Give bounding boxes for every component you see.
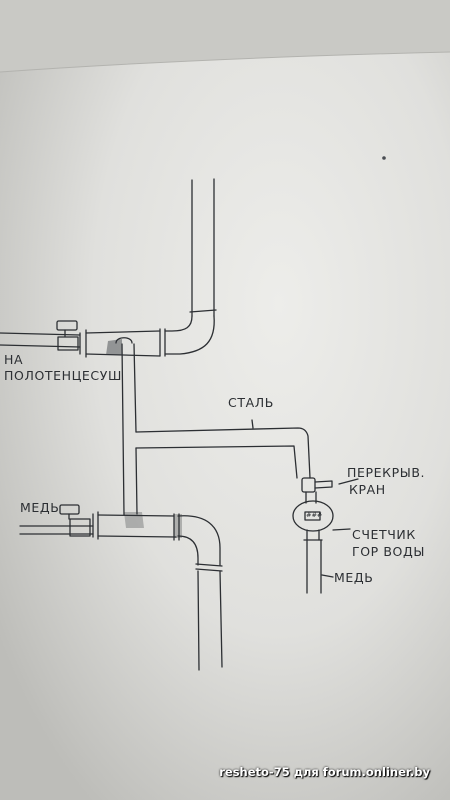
shutoff-valve (301, 477, 359, 493)
towel-dryer-branch-pipe (0, 332, 81, 348)
ink-dot (382, 156, 386, 160)
lower-ball-valve (59, 504, 91, 537)
label-steel: СТАЛЬ (228, 395, 274, 410)
label-hot-water: ГОР ВОДЫ (352, 544, 425, 559)
copper-riser-pipe-right (303, 539, 334, 594)
water-meter (292, 491, 351, 541)
label-copper-right: МЕДЬ (334, 570, 374, 585)
label-copper-left: МЕДЬ (20, 500, 60, 515)
copper-branch-pipe-left (19, 525, 94, 535)
tee-hatch-lower (124, 512, 144, 528)
label-towel-dryer: ПОЛОТЕНЦЕСУШ (4, 368, 122, 383)
label-valve: КРАН (349, 482, 386, 497)
watermark: resheto-75 для forum.onliner.by (219, 765, 430, 779)
upper-horizontal-pipe (79, 329, 161, 358)
tee-hatch-upper (106, 339, 122, 355)
steel-branch-pipe (135, 419, 311, 479)
tee-vertical-pipe (115, 337, 138, 516)
elbow-hatch (174, 514, 182, 538)
label-meter: СЧЕТЧИК (352, 527, 416, 542)
paper-top-edge (0, 0, 450, 72)
upper-riser-pipe (159, 178, 217, 357)
lower-elbow-pipe (173, 513, 223, 671)
label-shutoff: ПЕРЕКРЫВ. (347, 465, 426, 480)
label-na: НА (4, 352, 24, 367)
upper-ball-valve (56, 320, 79, 351)
meter-dial-reading: ### (306, 511, 323, 519)
